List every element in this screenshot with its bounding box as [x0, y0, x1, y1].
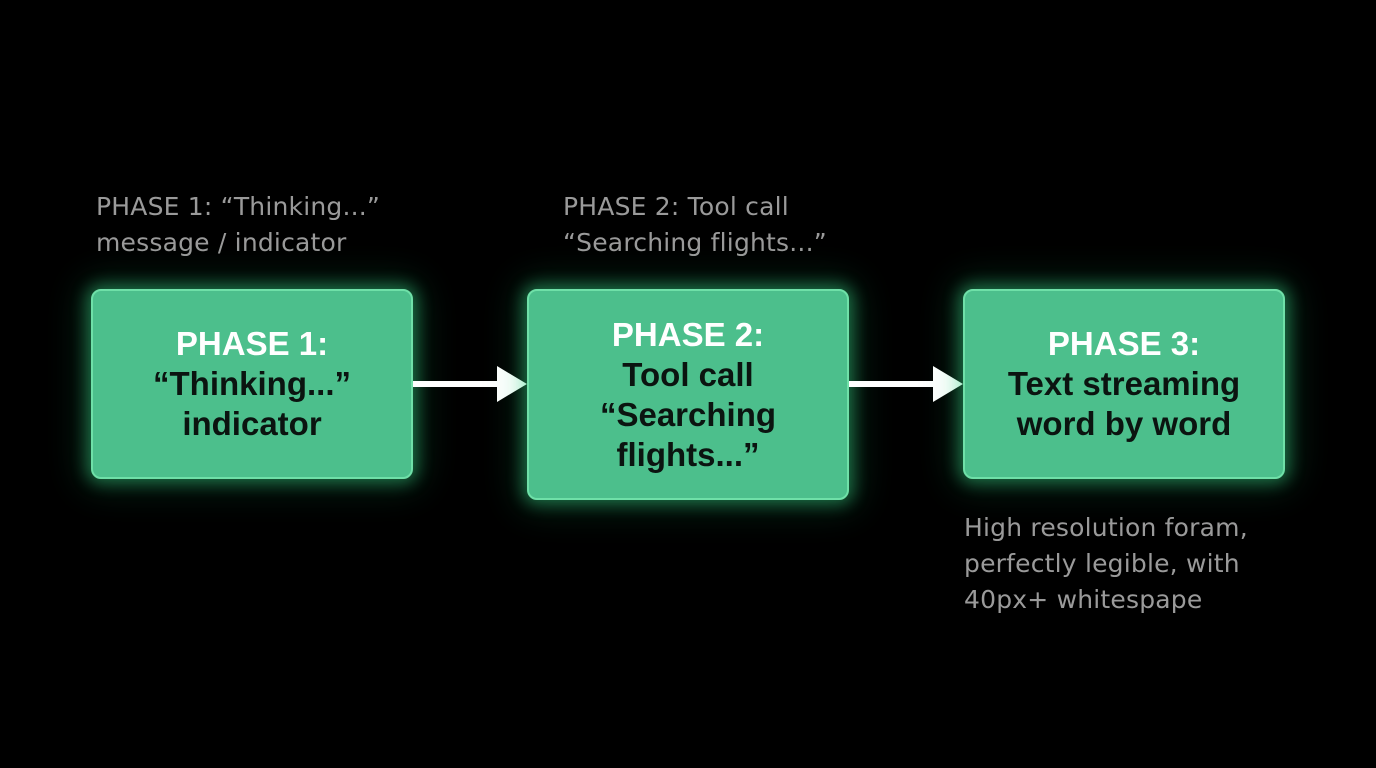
phase-3-caption: High resolution foram, perfectly legible… — [964, 510, 1248, 618]
phase-3-heading: PHASE 3: — [1047, 325, 1201, 362]
phase-3-caption-line: perfectly legible, with — [964, 549, 1240, 578]
phase-1-caption: PHASE 1: “Thinking...” message / indicat… — [96, 189, 380, 261]
phase-3-line: Text streaming — [1007, 365, 1241, 402]
phase-1-caption-line: message / indicator — [96, 228, 347, 257]
phase-2-caption-line: “Searching flights...” — [563, 228, 827, 257]
phase-2-line: “Searching — [599, 395, 777, 433]
phase-3-line: word by word — [1016, 405, 1232, 442]
phase-1-line: indicator — [182, 405, 322, 442]
arrow-head — [497, 366, 527, 402]
phase-2-caption: PHASE 2: Tool call “Searching flights...… — [563, 189, 827, 261]
arrow-right-icon — [413, 366, 527, 402]
phase-2-line: flights...” — [616, 435, 760, 473]
phase-3-box: PHASE 3: Text streaming word by word — [963, 289, 1285, 479]
phase-2-heading: PHASE 2: — [611, 315, 765, 353]
arrow-right-icon — [849, 366, 963, 402]
phase-3-caption-line: 40px+ whitespape — [964, 585, 1203, 614]
phase-1-heading: PHASE 1: — [175, 325, 329, 362]
phase-3-caption-line: High resolution foram, — [964, 513, 1248, 542]
phase-1-box: PHASE 1: “Thinking...” indicator — [91, 289, 413, 479]
phase-1-line: “Thinking...” — [153, 365, 351, 402]
phase-2-box: PHASE 2: Tool call “Searching flights...… — [527, 289, 849, 500]
phase-1-caption-line: PHASE 1: “Thinking...” — [96, 192, 381, 221]
phase-2-caption-line: PHASE 2: Tool call — [563, 192, 789, 221]
arrow-head — [933, 366, 963, 402]
phase-2-line: Tool call — [622, 355, 754, 393]
